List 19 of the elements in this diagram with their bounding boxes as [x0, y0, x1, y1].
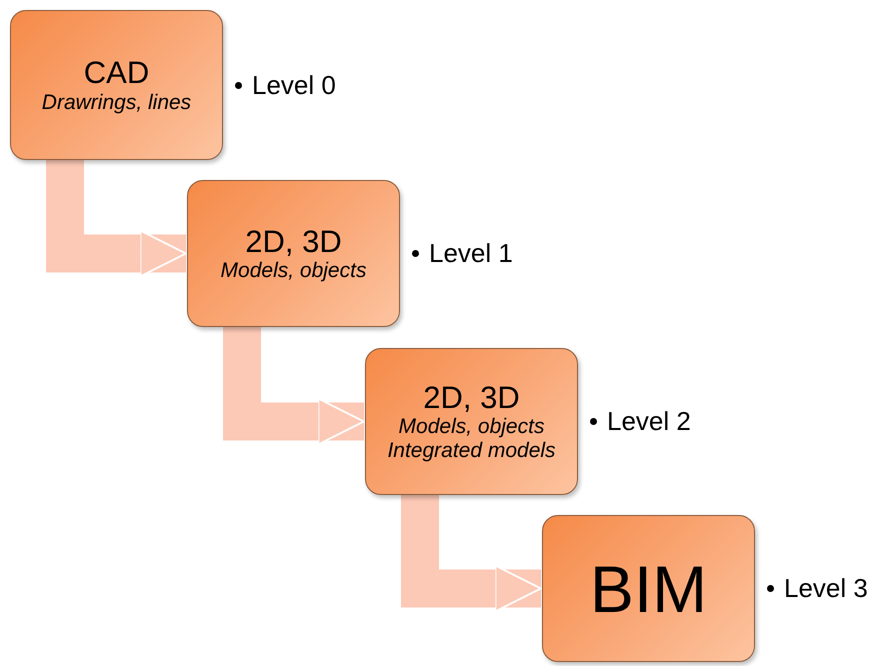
process-box: [10, 10, 223, 160]
box-title: BIM: [590, 556, 708, 622]
box-title: CAD: [84, 56, 150, 90]
bent-arrow: [46, 160, 187, 278]
level-label: Level 0: [252, 70, 336, 100]
level-label: Level 2: [607, 406, 691, 437]
box-description: Models, objects: [398, 415, 544, 439]
level-label: Level 1: [429, 238, 513, 269]
process-box: [187, 180, 400, 327]
box-title: 2D, 3D: [245, 224, 342, 259]
process-box: [542, 515, 755, 662]
level-label: Level 3: [784, 573, 868, 604]
process-box: [365, 348, 578, 495]
box-description: Models, objects: [220, 259, 366, 282]
box-description: Integrated models: [387, 438, 556, 462]
box-description: Drawrings, lines: [42, 90, 192, 114]
box-title: 2D, 3D: [423, 381, 520, 416]
bent-arrow: [223, 327, 365, 446]
bent-arrow: [401, 495, 542, 612]
